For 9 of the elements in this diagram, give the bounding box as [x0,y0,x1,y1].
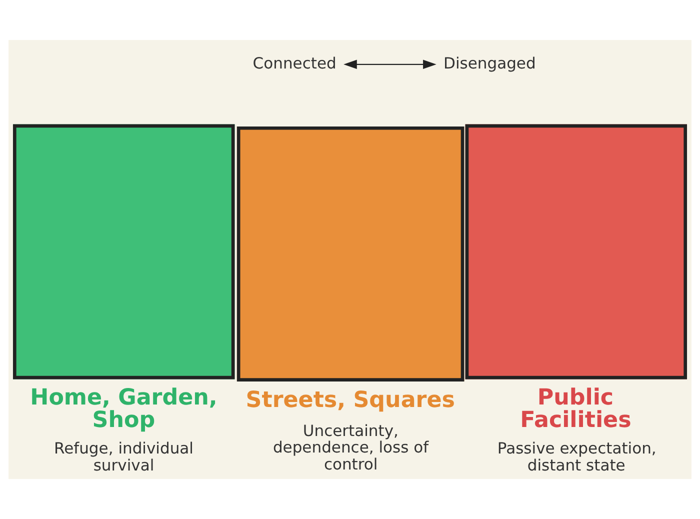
node-text: Connected [252,54,336,72]
node-label: Streets, Squares [246,386,455,413]
node-label: Home, Garden, Shop [30,384,218,433]
node-label: Uncertainty, dependence, loss of control [272,422,429,474]
node-label: Passive expectation, distant state [497,440,656,474]
arrow [344,60,436,70]
node-label: Public Facilities [520,384,632,433]
node-text: Disengaged [444,54,536,72]
node-label: Refuge, individual survival [54,440,194,474]
